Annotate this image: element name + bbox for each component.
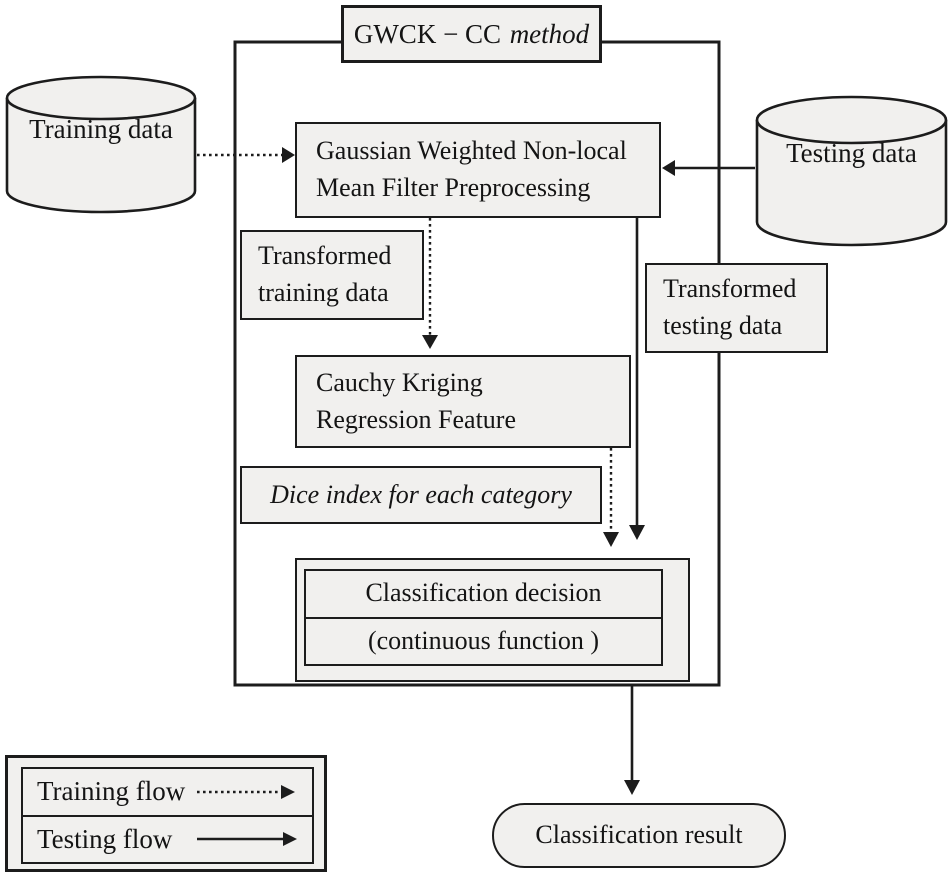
classification-result-node: Classification result — [492, 803, 786, 868]
legend-row-testing: Testing flow — [23, 817, 312, 863]
cauchy-to-decision-arrow — [603, 448, 619, 547]
training-data-store: Training data — [5, 75, 197, 215]
legend-box: Training flow Testing flow — [5, 755, 327, 872]
legend-training-label: Training flow — [37, 776, 186, 807]
legend-inner-box: Training flow Testing flow — [21, 767, 314, 864]
cauchy-kriging-node: Cauchy Kriging Regression Feature — [295, 355, 631, 448]
preprocessing-to-decision-arrow — [629, 218, 645, 540]
decision-subtitle: (continuous function ) — [367, 625, 600, 655]
cylinder-shape — [5, 75, 197, 214]
preprocessing-node: Gaussian Weighted Non-local Mean Filter … — [295, 122, 661, 218]
training-to-preprocessing-arrow — [197, 147, 295, 163]
training-data-label: Training data — [29, 114, 173, 144]
decision-title: Classification decision — [306, 571, 661, 619]
legend-testing-label: Testing flow — [37, 823, 173, 854]
legend-row-training: Training flow — [23, 769, 312, 817]
classification-decision-node: Classification decision (continuous func… — [295, 558, 690, 682]
classification-decision-inner-box: Classification decision (continuous func… — [304, 569, 663, 666]
transformed-testing-node: Transformed testing data — [645, 263, 828, 353]
decision-to-result-arrow — [624, 685, 640, 795]
testing-data-store: Testing data — [755, 95, 948, 248]
solid-arrow-icon — [197, 832, 297, 847]
dice-index-node: Dice index for each category — [240, 466, 602, 524]
testing-to-preprocessing-arrow — [662, 160, 755, 176]
dotted-arrow-icon — [197, 784, 295, 799]
transformed-training-node: Transformed training data — [240, 230, 424, 320]
testing-data-label: Testing data — [786, 138, 917, 168]
cylinder-shape — [755, 95, 948, 247]
preprocessing-to-cauchy-arrow — [422, 218, 438, 349]
